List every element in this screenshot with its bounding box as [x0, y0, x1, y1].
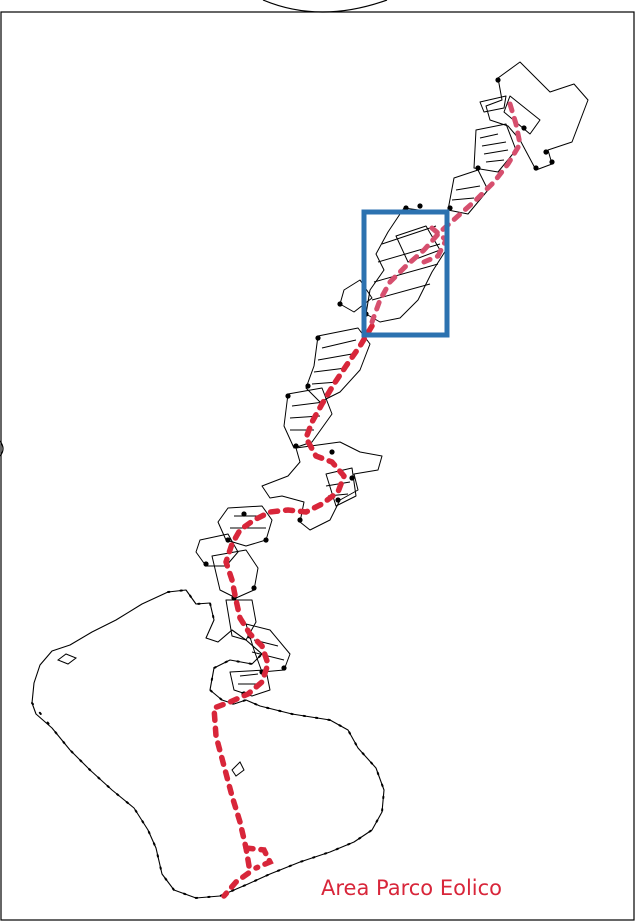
cadastral-parcels	[195, 61, 589, 697]
wind-park-inner-outline	[56, 653, 245, 777]
cable-route-pink-branch	[421, 225, 450, 265]
cable-route-red	[211, 323, 375, 899]
wind-park-border-dots-west	[167, 588, 215, 621]
parcel-markers	[203, 77, 555, 697]
cable-route-red-branch	[243, 845, 274, 871]
wind-park-border-dots	[31, 653, 386, 900]
wind-park-area-outline	[31, 589, 385, 899]
area-label: Area Parco Eolico	[321, 876, 503, 900]
highlight-box[interactable]	[361, 209, 450, 338]
cable-route-pink	[369, 101, 523, 325]
